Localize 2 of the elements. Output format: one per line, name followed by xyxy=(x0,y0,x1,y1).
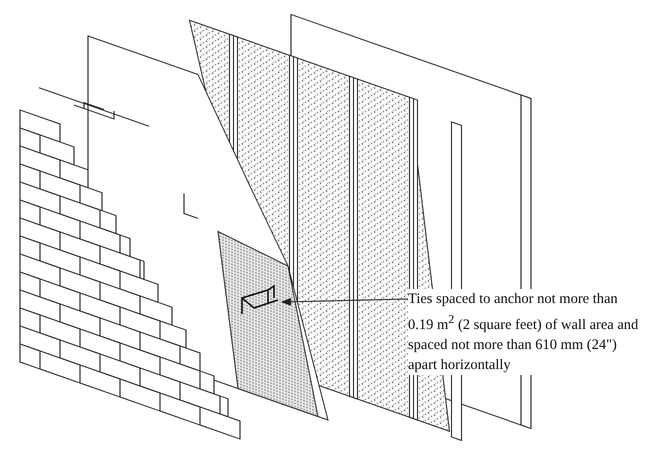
leader-line xyxy=(281,298,408,306)
callout-text: Ties spaced to anchor not more than 0.19 m$^{2}$ (2 square feet) of wall area and spaced not more than 610 mm (24") apart horizontally xyxy=(408,289,640,375)
